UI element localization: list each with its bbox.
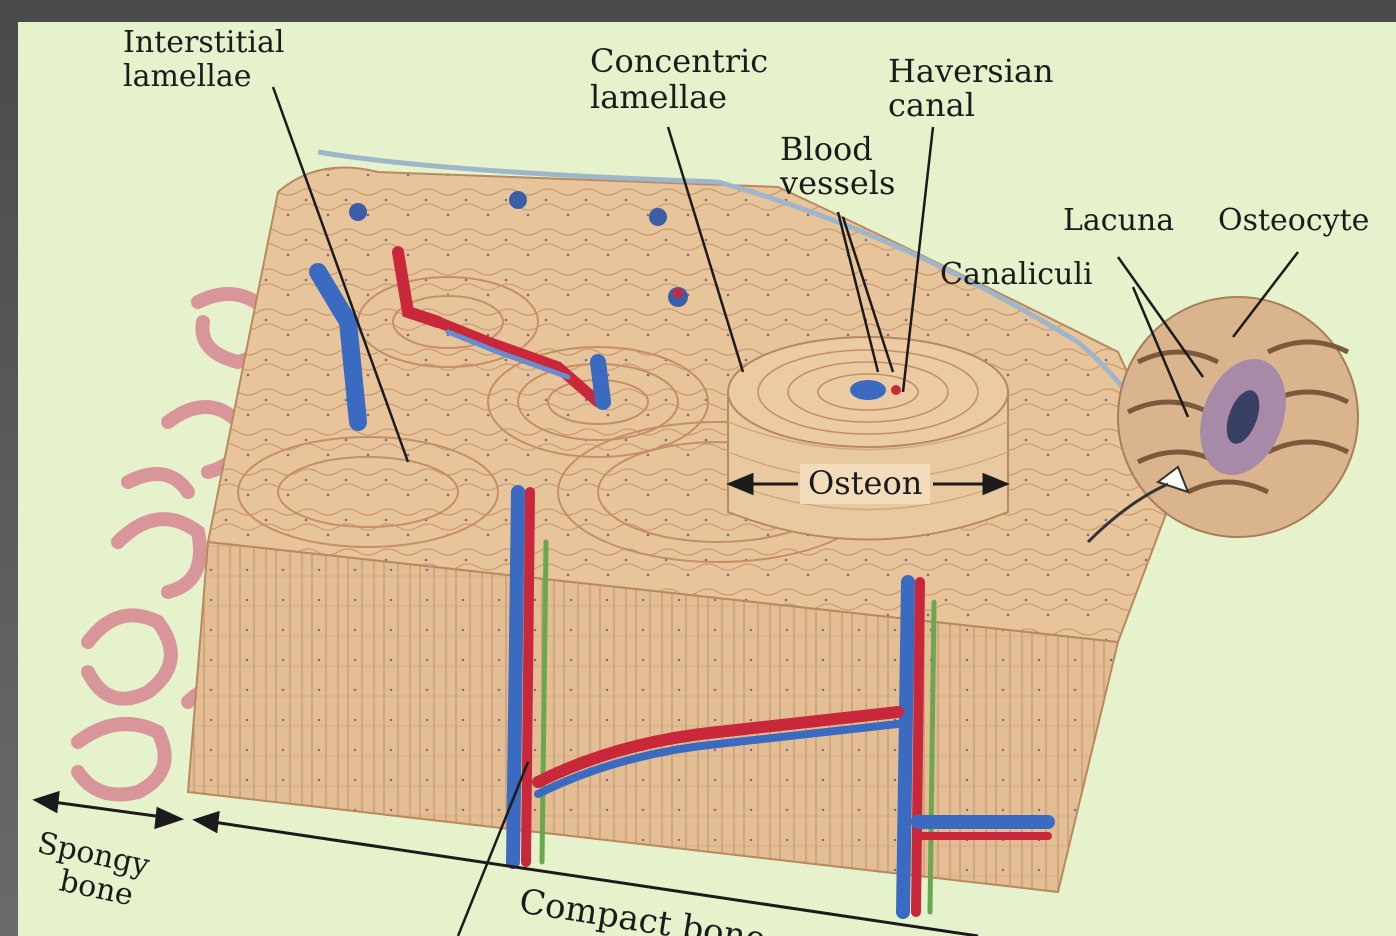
osteon-cylinder bbox=[728, 337, 1008, 540]
label-canaliculi: Canaliculi bbox=[940, 257, 1093, 292]
label-interstitial-lamellae-line2: lamellae bbox=[123, 59, 252, 94]
label-haversian-canal-line1: Haversian bbox=[888, 52, 1054, 90]
label-blood-vessels-line1: Blood bbox=[780, 130, 873, 168]
label-osteon: Osteon bbox=[808, 464, 922, 502]
label-concentric-lamellae-line2: lamellae bbox=[590, 78, 727, 116]
label-interstitial-lamellae-line1: Interstitial bbox=[123, 25, 285, 60]
label-concentric-lamellae-line1: Concentric bbox=[590, 42, 768, 80]
diagram-canvas: Interstitial lamellae Concentric lamella… bbox=[18, 22, 1396, 936]
label-compact-bone: Compact bone bbox=[517, 881, 769, 936]
label-osteocyte: Osteocyte bbox=[1218, 203, 1369, 238]
label-blood-vessels-line2: vessels bbox=[779, 164, 895, 202]
label-haversian-canal-line2: canal bbox=[888, 86, 975, 124]
label-lacuna: Lacuna bbox=[1063, 203, 1174, 238]
bone-structure-diagram: Interstitial lamellae Concentric lamella… bbox=[18, 22, 1396, 936]
